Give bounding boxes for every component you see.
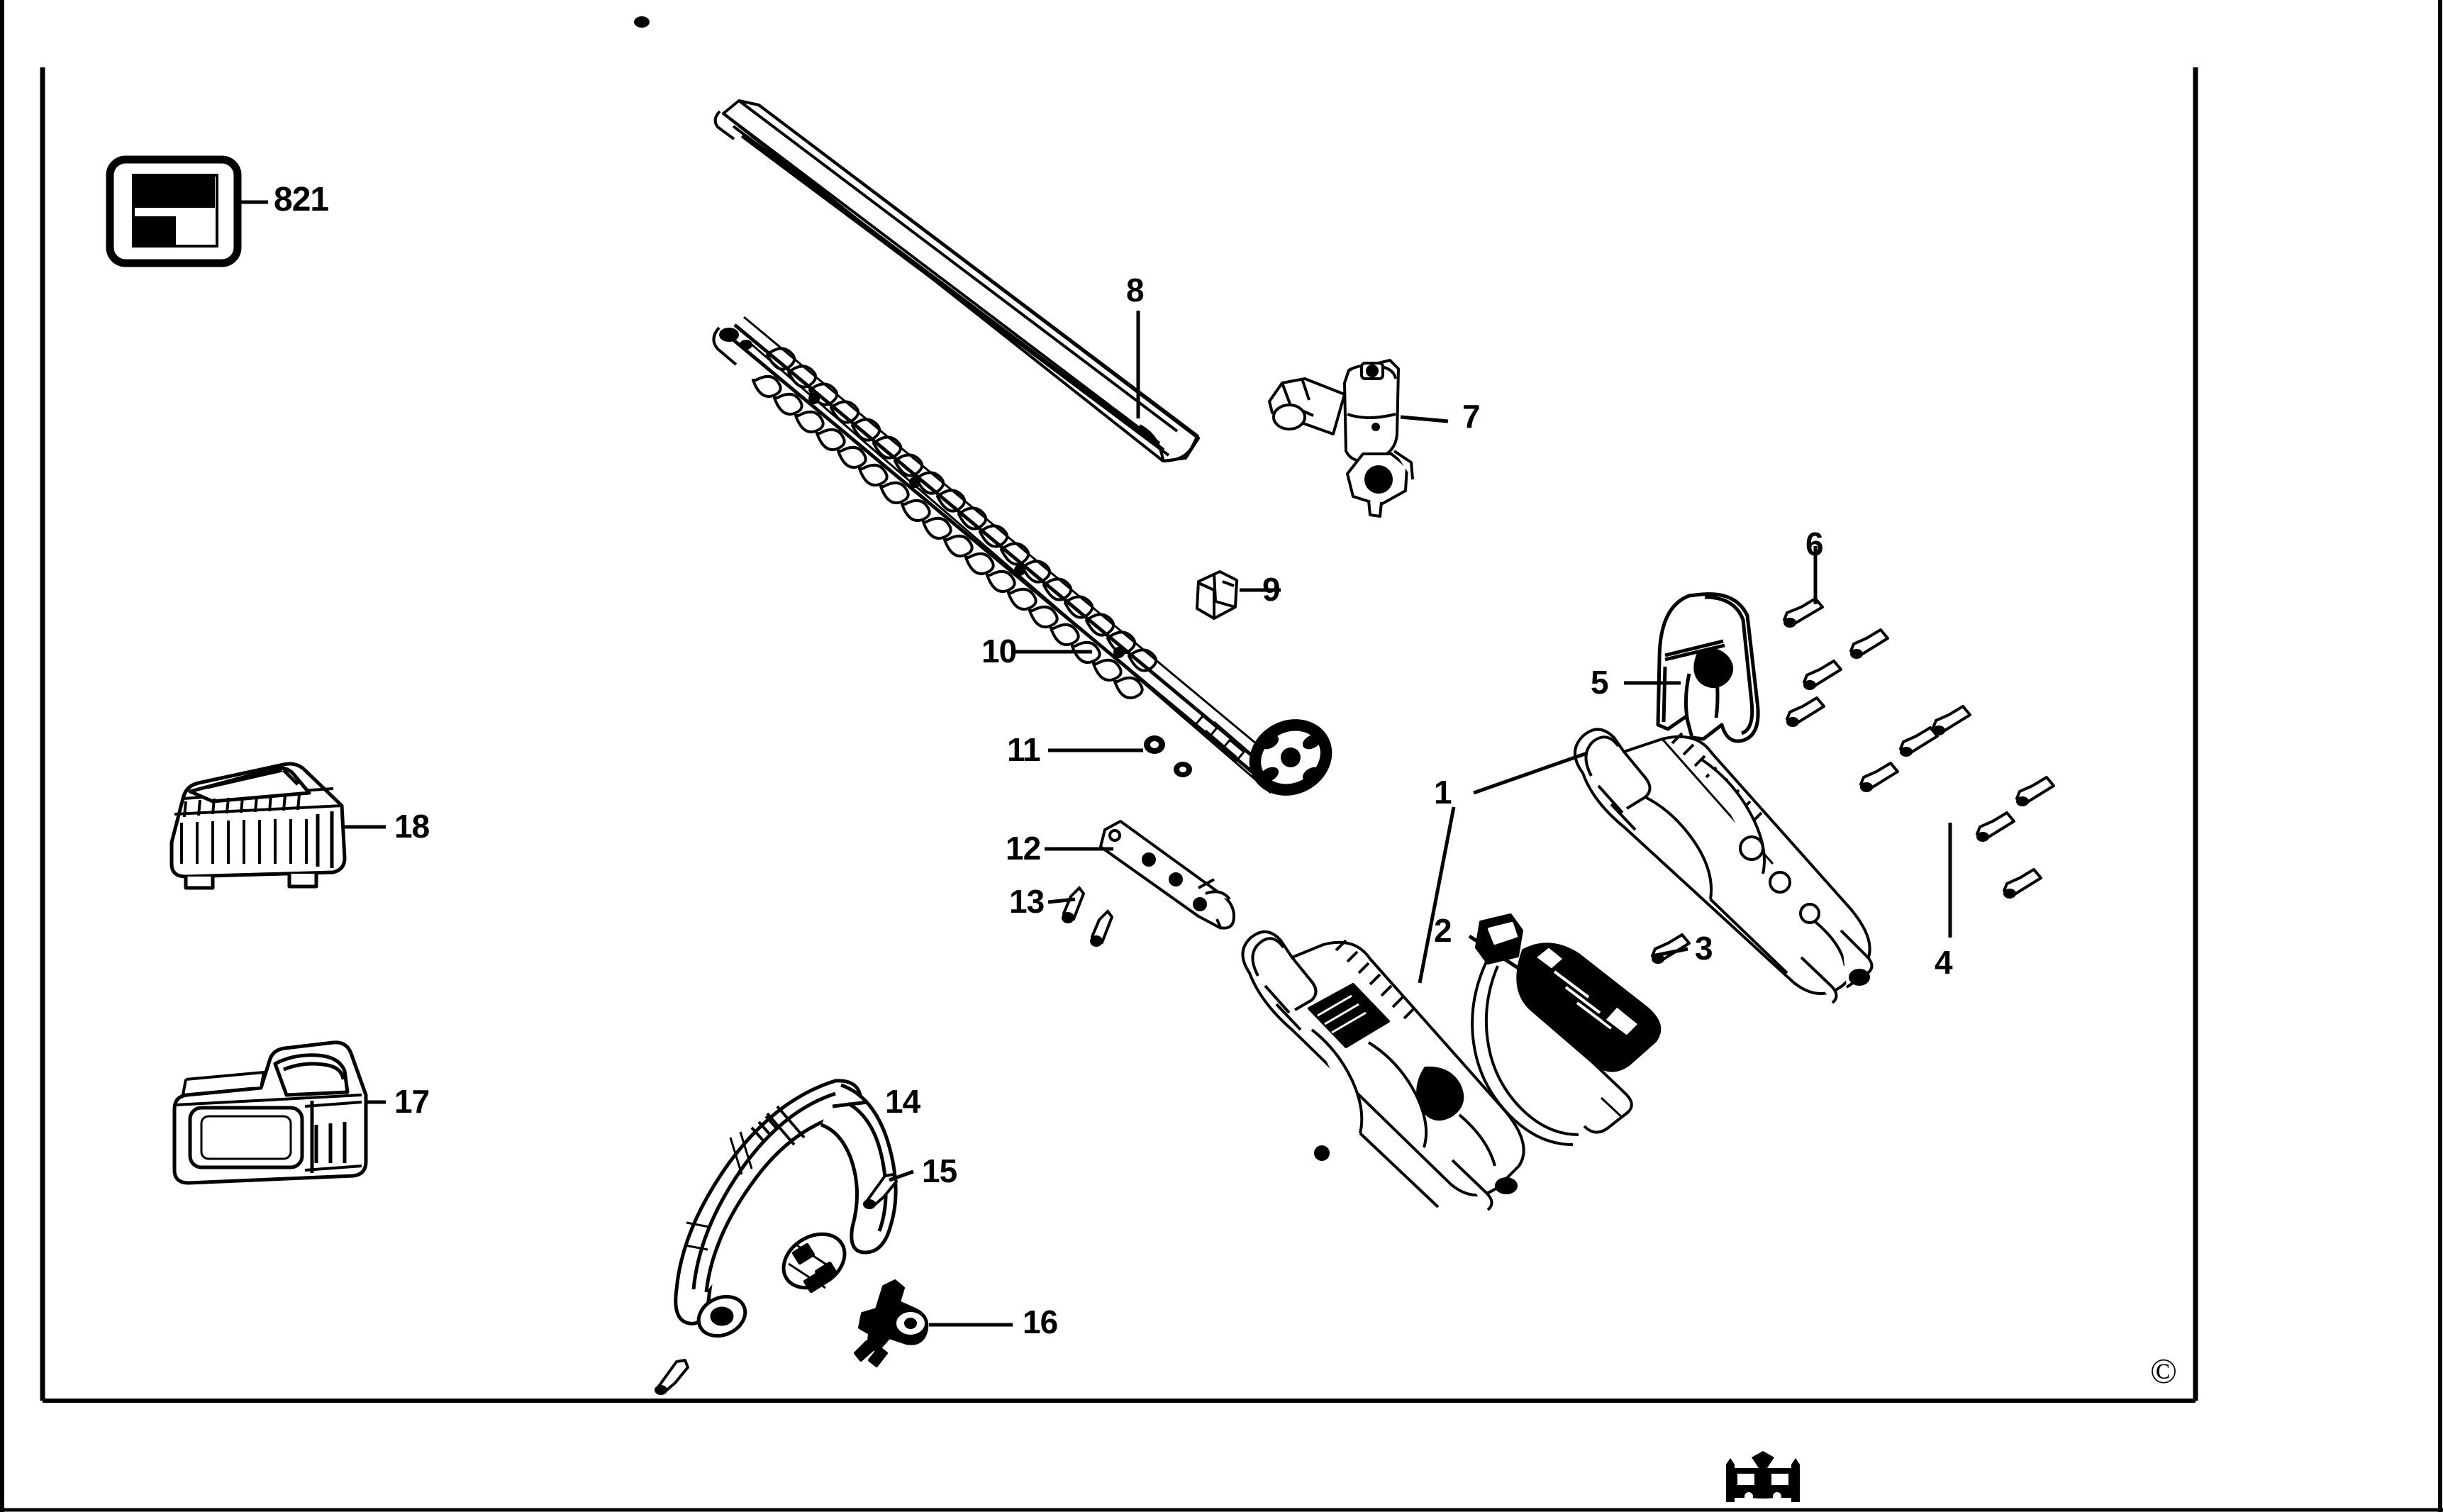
callout-number-15: 15: [922, 1152, 957, 1189]
callout-number-11: 11: [1007, 731, 1041, 768]
loop-handle-part: [674, 1079, 898, 1338]
callout-number-821: 821: [274, 181, 329, 218]
leader-line-14: [832, 1100, 869, 1108]
leader-line-3: [1652, 947, 1688, 958]
warning-label-icon: [106, 155, 242, 267]
callout-number-14: 14: [885, 1083, 920, 1120]
leader-line-15: [889, 1169, 914, 1182]
connecting-link-bar-part: [1099, 820, 1235, 930]
callout-number-2: 2: [1434, 912, 1452, 949]
callout-number-3: 3: [1695, 930, 1713, 967]
battery-pack-part: [172, 1040, 368, 1185]
leader-line-1: [1473, 751, 1588, 795]
handle-screw-part: [655, 1173, 898, 1395]
leader-line-7: [1400, 415, 1449, 423]
callout-number-17: 17: [394, 1083, 430, 1120]
screw-housing-cluster: [1786, 628, 2055, 899]
callout-number-12: 12: [1006, 830, 1041, 867]
motor-housing-left-half-part: [1241, 930, 1525, 1211]
drive-gear-wheel: [1249, 719, 1332, 796]
leader-line-2: [1468, 934, 1545, 986]
callout-number-4: 4: [1935, 944, 1953, 981]
callout-number-10: 10: [981, 633, 1017, 669]
callout-number-18: 18: [394, 808, 430, 845]
cable-clip-part: [1196, 570, 1238, 620]
link-screw-part: [1062, 885, 1114, 947]
callout-number-9: 9: [1262, 571, 1281, 608]
leader-line-1b: [1418, 806, 1456, 984]
battery-charger-part: [169, 762, 347, 890]
registration-dot: [634, 16, 650, 28]
cutter-blade-assembly-part: [712, 316, 1283, 794]
callout-number-16: 16: [1023, 1303, 1058, 1340]
callout-number-1: 1: [1434, 774, 1452, 811]
hand-guard-part: [1656, 592, 1760, 743]
callout-number-13: 13: [1009, 883, 1045, 920]
copyright-symbol: ©: [2150, 1351, 2177, 1391]
screw-part: [1651, 597, 2055, 964]
callout-number-7: 7: [1462, 398, 1481, 435]
washer-set-part: [1144, 735, 1192, 777]
callout-number-8: 8: [1126, 272, 1145, 308]
leader-line-13: [1047, 897, 1076, 904]
switch-wiring-assembly-part: [1471, 913, 1662, 1146]
motor-housing-right-half-part: [1574, 728, 1874, 1004]
motor-gearbox-part: [1268, 359, 1414, 518]
blade-sheath-part: [713, 99, 1200, 462]
brand-logo: [1726, 1451, 1800, 1502]
lock-off-catch-part: [854, 1279, 929, 1367]
callout-number-6: 6: [1805, 526, 1824, 562]
callout-number-5: 5: [1591, 664, 1609, 701]
